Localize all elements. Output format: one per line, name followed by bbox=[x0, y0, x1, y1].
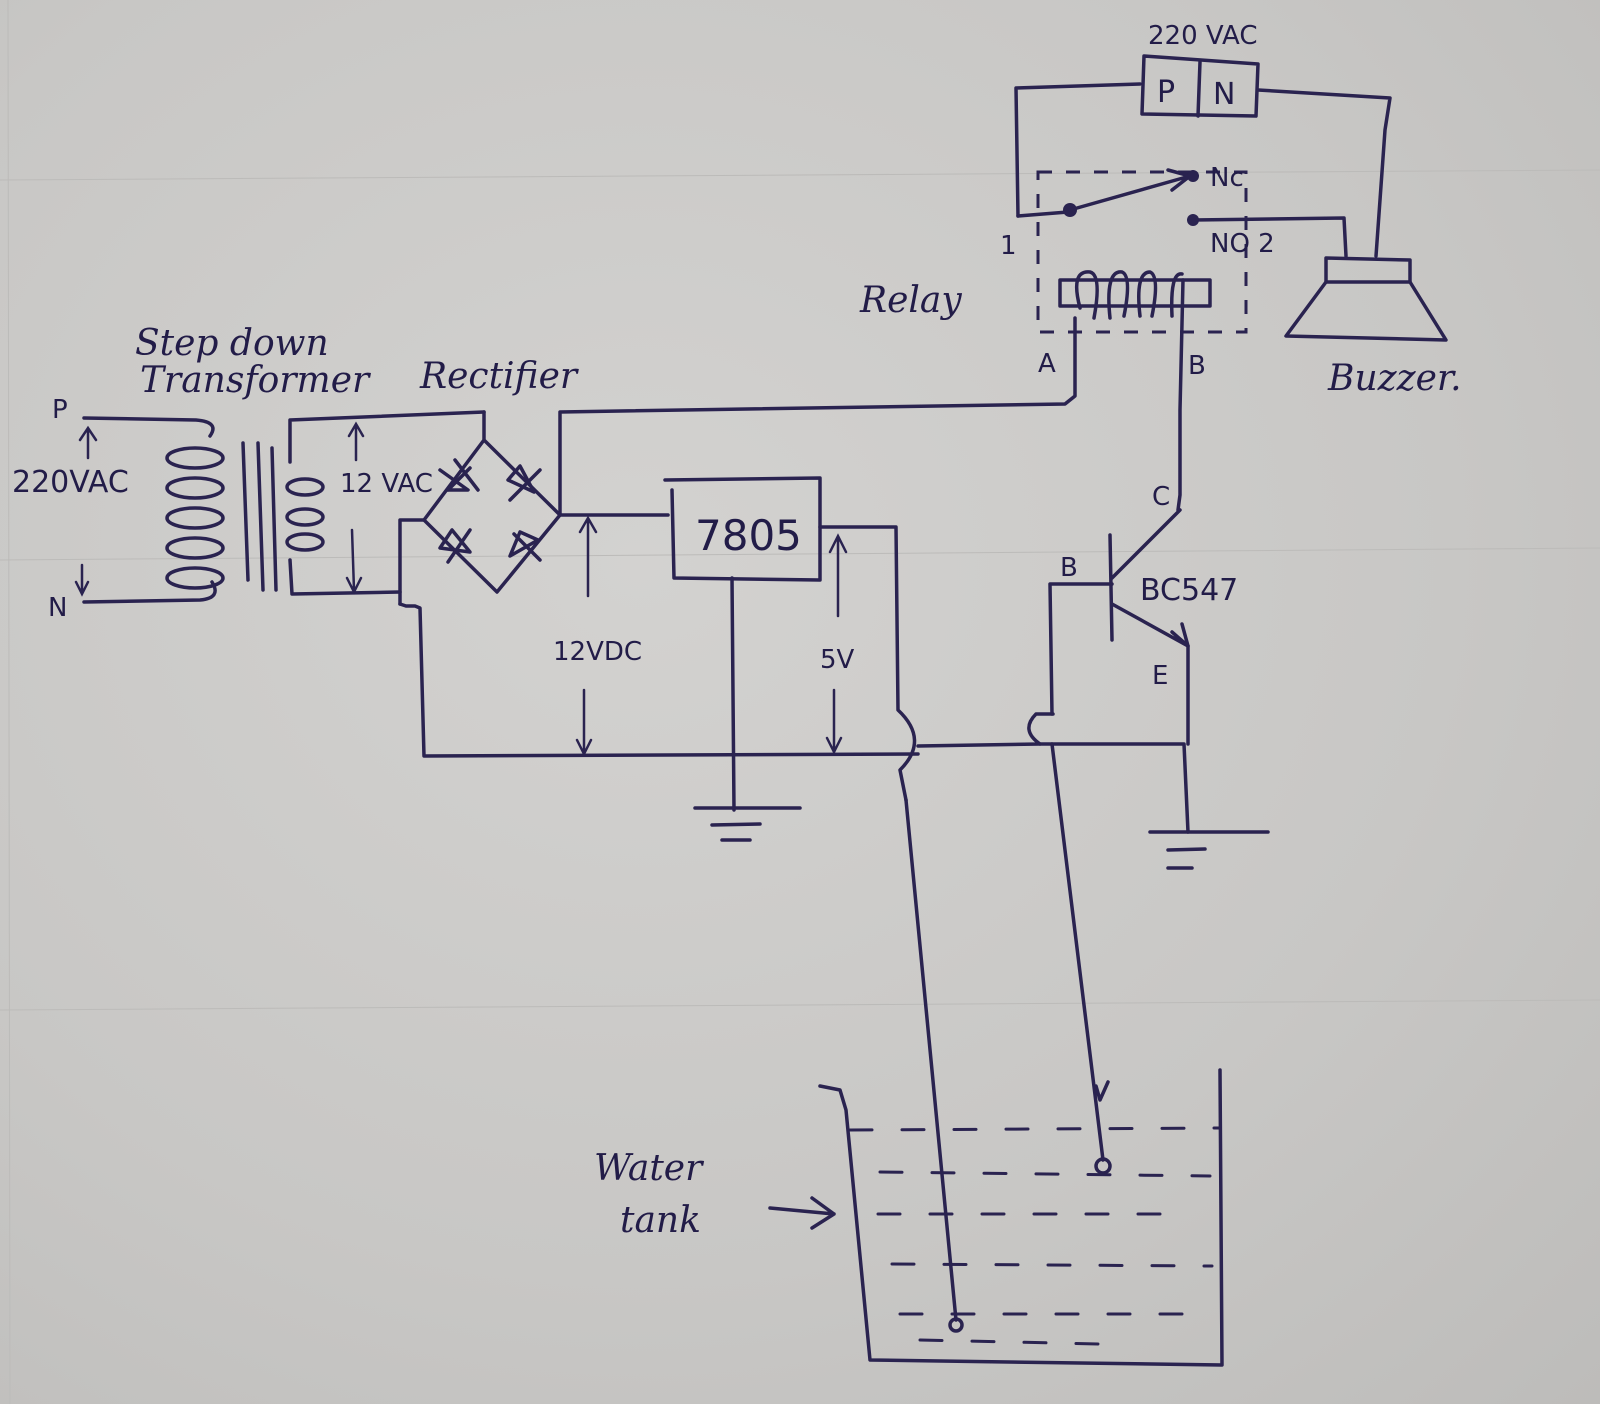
regulator-5v-output-wire bbox=[818, 525, 917, 802]
relay-terminal-b-label: B bbox=[1188, 351, 1206, 381]
emitter-ground-wire bbox=[1038, 742, 1190, 834]
secondary-bottom-wire bbox=[288, 558, 402, 596]
mains-input: P N 220VAC bbox=[12, 395, 217, 623]
base-wire bbox=[1048, 582, 1114, 716]
rectifier-label: Rectifier bbox=[419, 356, 579, 397]
voltage-down-arrow-icon bbox=[74, 563, 90, 597]
buzzer-horn-icon bbox=[1284, 280, 1448, 342]
no-label: NO 2 bbox=[1210, 229, 1275, 259]
base-label: B bbox=[1060, 553, 1078, 583]
regulator-ground-wire bbox=[730, 576, 736, 812]
buzzer-label: Buzzer. bbox=[1327, 358, 1462, 399]
tank-pointer-arrow-icon bbox=[768, 1196, 836, 1230]
supply-terminal-block bbox=[1140, 54, 1260, 118]
relay-coil-icon bbox=[1074, 270, 1184, 320]
transistor-collector-leg bbox=[1110, 508, 1182, 580]
diode-icon bbox=[506, 464, 542, 502]
transistor-part-label: BC547 bbox=[1140, 573, 1238, 608]
voltage-up-arrow-icon bbox=[78, 425, 98, 460]
secondary-coil-icon bbox=[285, 477, 325, 552]
supply-p-wire bbox=[1014, 82, 1142, 218]
common-terminal-label: 1 bbox=[1000, 231, 1017, 261]
relay-supply-block: 220 VAC P N bbox=[1140, 21, 1392, 258]
voltage-regulator: 7805 5V bbox=[663, 476, 917, 812]
probe-5v-tip bbox=[948, 1317, 964, 1333]
relay-supply-voltage-label: 220 VAC bbox=[1148, 21, 1258, 51]
regulator-part-label: 7805 bbox=[695, 511, 802, 560]
terminal-divider bbox=[1196, 60, 1202, 118]
ground-icon bbox=[1148, 830, 1270, 870]
supply-n-to-buzzer-wire bbox=[1256, 88, 1392, 258]
regulator-body bbox=[663, 476, 822, 582]
nc-label: Nc bbox=[1210, 163, 1244, 193]
nc-contact bbox=[1187, 170, 1199, 182]
diode-icon bbox=[438, 458, 480, 492]
vac-down-arrow-icon bbox=[345, 528, 363, 595]
mains-p-label: P bbox=[52, 395, 68, 425]
transformer: Step down Transformer 12 VAC bbox=[135, 323, 486, 596]
tank-outline bbox=[818, 1068, 1224, 1367]
vdc-up-arrow-icon bbox=[578, 515, 598, 598]
transformer-core-icon bbox=[241, 441, 278, 592]
relay-switch-arm bbox=[1068, 168, 1192, 212]
transistor: C B E BC547 bbox=[1048, 482, 1238, 746]
v5-down-arrow-icon bbox=[825, 688, 843, 755]
probe-base-tip bbox=[1094, 1157, 1112, 1175]
probe-base-wire bbox=[1050, 742, 1110, 1162]
water-tank: Water tank bbox=[594, 1068, 1224, 1367]
secondary-top-wire bbox=[288, 410, 486, 464]
secondary-voltage-label: 12 VAC bbox=[340, 469, 433, 499]
supply-12v-to-relay-a-wire bbox=[558, 316, 1077, 517]
supply-n-label: N bbox=[1213, 77, 1235, 112]
tank-label-line2: tank bbox=[620, 1200, 701, 1241]
vac-up-arrow-icon bbox=[347, 421, 365, 462]
bridge-rectifier: Rectifier 12VDC bbox=[398, 316, 1077, 757]
reg-voltage-label: 5V bbox=[820, 645, 855, 675]
dc-voltage-label: 12VDC bbox=[553, 637, 642, 667]
v5-up-arrow-icon bbox=[828, 533, 848, 618]
vdc-down-arrow-icon bbox=[575, 688, 593, 757]
primary-p-wire bbox=[82, 416, 215, 438]
buzzer: Buzzer. bbox=[1284, 256, 1462, 399]
ground-icon bbox=[693, 806, 802, 842]
tank-label-line1: Water bbox=[594, 1148, 704, 1189]
transformer-label-line2: Transformer bbox=[140, 360, 371, 401]
bridge-left-wire bbox=[398, 518, 426, 606]
transistor-base-bar bbox=[1108, 533, 1114, 642]
no-to-buzzer-wire bbox=[1191, 216, 1348, 258]
relay-housing-outline bbox=[1036, 170, 1248, 334]
relay-b-to-collector-wire bbox=[1176, 278, 1185, 512]
bridge-diamond bbox=[422, 410, 562, 594]
relay-coil-core bbox=[1058, 278, 1212, 308]
relay: Relay A B Nc NO 2 1 bbox=[859, 82, 1348, 512]
diode-icon bbox=[508, 530, 542, 562]
relay-terminal-a-label: A bbox=[1038, 349, 1056, 379]
common-terminal-wire bbox=[1016, 210, 1070, 218]
buzzer-top bbox=[1324, 256, 1412, 284]
transistor-emitter-arrow-icon bbox=[1110, 602, 1190, 648]
collector-label: C bbox=[1152, 482, 1170, 512]
emitter-label: E bbox=[1152, 661, 1168, 691]
primary-n-wire bbox=[82, 580, 217, 604]
water-level-lines bbox=[848, 1126, 1222, 1346]
ground-bus bbox=[398, 602, 1270, 870]
diode-icon bbox=[438, 528, 472, 564]
ground-return-wire bbox=[398, 602, 920, 758]
mains-voltage-label: 220VAC bbox=[12, 465, 129, 500]
probe-5v-wire bbox=[904, 798, 958, 1322]
ground-bus-right bbox=[916, 712, 1055, 748]
mains-n-label: N bbox=[48, 593, 67, 623]
primary-coil-icon bbox=[165, 446, 225, 590]
relay-label: Relay bbox=[859, 280, 962, 321]
transformer-label-line1: Step down bbox=[135, 323, 329, 364]
supply-p-label: P bbox=[1157, 75, 1175, 110]
